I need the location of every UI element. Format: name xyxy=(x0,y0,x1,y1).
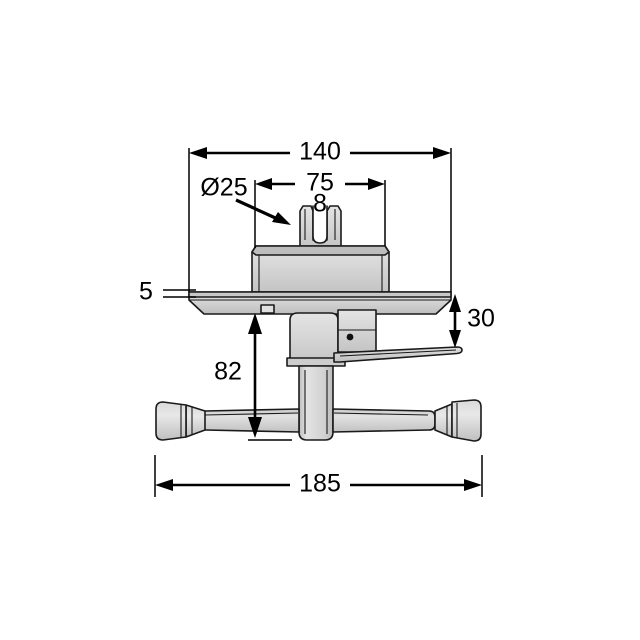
dimension-8: 8 xyxy=(313,190,327,218)
arrow-left-75 xyxy=(255,178,272,190)
dimension-label-82: 82 xyxy=(214,358,242,386)
dimension-30: 30 xyxy=(449,294,495,348)
lever-arm xyxy=(333,346,463,363)
handle-grip-left xyxy=(155,401,206,441)
arrow-down-82 xyxy=(248,417,262,438)
arrow-right-75 xyxy=(368,178,385,190)
arrow-right-185 xyxy=(464,479,482,491)
part-geometry xyxy=(155,205,482,442)
arrow-up-82 xyxy=(248,313,262,334)
dimension-label-185: 185 xyxy=(299,470,341,498)
dimension-82: 82 xyxy=(214,313,292,441)
arrow-down-30 xyxy=(449,330,461,348)
arrow-up-30 xyxy=(449,294,461,312)
dimension-140: 140 xyxy=(188,138,452,292)
arrow-right-140 xyxy=(433,147,451,159)
dimension-label-30: 30 xyxy=(467,305,495,333)
dimension-label-8: 8 xyxy=(313,190,327,218)
arrow-left-140 xyxy=(189,147,207,159)
dimension-label-d25: Ø25 xyxy=(200,174,247,202)
dimension-label-5: 5 xyxy=(139,278,153,306)
upper-body-block xyxy=(251,245,390,293)
vertical-stem xyxy=(298,365,334,441)
handle-grip-right xyxy=(434,399,482,442)
dimension-75: 75 xyxy=(254,169,386,248)
arrow-head-d25 xyxy=(272,212,291,225)
valve-collar xyxy=(286,309,377,367)
dimension-185: 185 xyxy=(154,455,483,498)
dimension-label-140: 140 xyxy=(299,138,341,166)
flange-notch xyxy=(260,304,275,314)
dimension-label-75: 75 xyxy=(306,169,334,197)
arrow-left-185 xyxy=(155,479,173,491)
flange-plate xyxy=(188,291,452,315)
pivot-dot xyxy=(346,333,354,341)
dimension-d25: Ø25 xyxy=(200,174,291,225)
dimension-annotations: 140 75 8 Ø25 xyxy=(139,138,495,498)
dimension-5: 5 xyxy=(139,278,196,306)
